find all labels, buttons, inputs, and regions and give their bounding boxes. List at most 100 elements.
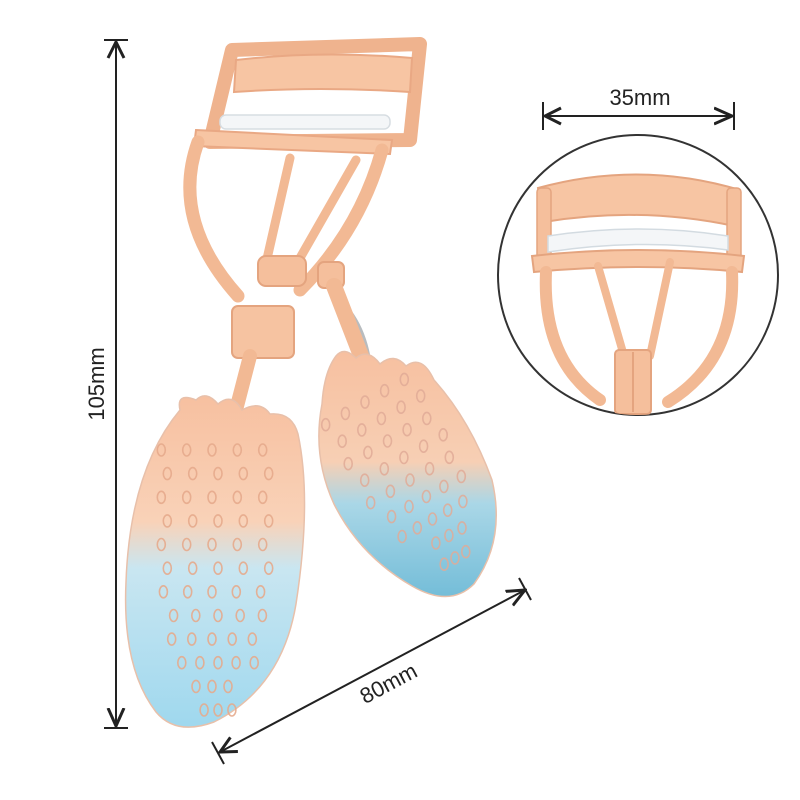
strawberry-seed [238,466,249,481]
strawberry-seed [438,427,449,442]
strawberry-seed [431,536,441,550]
right-strawberry-handle [318,350,497,598]
strawberry-seed [257,443,268,457]
height-dimension: 105mm [84,39,128,729]
strawberry-seed [213,655,223,670]
left-strawberry-handle [124,395,306,728]
strawberry-seed [162,561,173,576]
strawberry-seed [207,679,217,694]
strawberry-seed [162,466,173,481]
width-label: 80mm [356,658,422,709]
strawberry-seed [213,703,223,717]
strawberry-seed [223,679,233,694]
strawberry-seed [187,632,197,646]
strawberry-seed [181,443,192,457]
strawberry-seed [231,584,242,599]
height-label: 105mm [84,347,109,420]
strawberry-seed [379,383,390,398]
strawberry-seed [181,490,192,505]
strawberry-seed [213,466,223,481]
strawberry-seed [232,490,243,505]
strawberry-seed [458,494,468,509]
strawberry-seed [404,499,414,514]
strawberry-seed [227,703,237,717]
strawberry-seed [231,655,241,670]
strawberry-seed [382,434,393,448]
strawberry-seed [199,703,209,717]
strawberry-seed [450,551,460,565]
strawberry-seed [207,584,217,599]
strawberry-seed [207,443,217,457]
strawberry-seed [385,484,396,499]
strawberry-seed [195,655,205,670]
strawberry-seed [156,490,167,505]
strawberry-seed [457,521,467,535]
strawberry-seed [427,512,438,526]
strawberry-seed [213,514,223,528]
strawberry-seed [182,584,193,599]
strawberry-seed [360,395,370,409]
strawberry-seed [337,434,348,449]
strawberry-seed [162,514,173,528]
strawberry-seed [232,443,243,457]
strawberry-seed [397,529,407,544]
strawberry-seed [263,514,274,528]
strawberry-seed [156,537,167,552]
strawberry-seed [365,495,376,510]
strawberry-seed [359,473,370,488]
strawberry-seed [247,632,258,646]
strawberry-seed [213,561,223,576]
strawberry-seed [207,490,217,505]
strawberry-seed [207,537,217,552]
strawberry-seed [191,608,201,623]
strawberry-seed [402,422,412,437]
strawberry-seed [213,608,223,623]
strawberry-seed [399,372,410,387]
strawberry-seed [177,655,187,670]
strawberry-seed [257,490,268,505]
strawberry-seed [235,608,245,623]
strawberry-seed [356,423,367,437]
strawberry-seed [386,509,397,524]
strawberry-seed [257,537,268,552]
strawberry-seed [363,445,373,460]
strawberry-seed [418,439,429,454]
strawberry-seed [320,417,331,432]
strawberry-seed [227,632,237,646]
strawberry-seed [439,557,450,572]
strawberry-seed [379,461,390,476]
strawberry-seed [376,411,387,426]
strawberry-seed [257,608,268,623]
strawberry-seed [444,450,455,465]
strawberry-seed [399,450,409,465]
strawberry-seed [249,655,259,670]
strawberry-seed [187,561,198,576]
strawberry-seed [439,479,449,494]
strawberry-seed [263,466,274,481]
strawberry-seed [238,561,249,576]
strawberry-seed [396,400,406,415]
head-width-label: 35mm [609,85,670,110]
strawberry-seed [191,679,201,694]
strawberry-seed [421,489,432,504]
eyelash-curler [183,37,427,417]
strawberry-seed [168,608,179,623]
strawberry-seed [442,503,453,518]
strawberry-seed [207,632,217,646]
strawberry-seed [166,632,177,646]
left-strawberry-seeds [156,443,274,717]
strawberry-seed [415,389,426,403]
head-width-dimension: 35mm [542,85,735,130]
detail-inset [497,134,779,416]
strawberry-seed [460,544,471,559]
strawberry-seed [181,537,192,552]
strawberry-seed [187,466,198,481]
strawberry-seed [232,537,243,552]
strawberry-seed [424,461,435,476]
strawberry-seed [187,514,198,528]
strawberry-seed [156,443,167,457]
right-strawberry-seeds [320,372,471,572]
strawberry-seed [255,584,266,599]
strawberry-seed [421,411,432,426]
strawberry-seed [158,584,169,599]
